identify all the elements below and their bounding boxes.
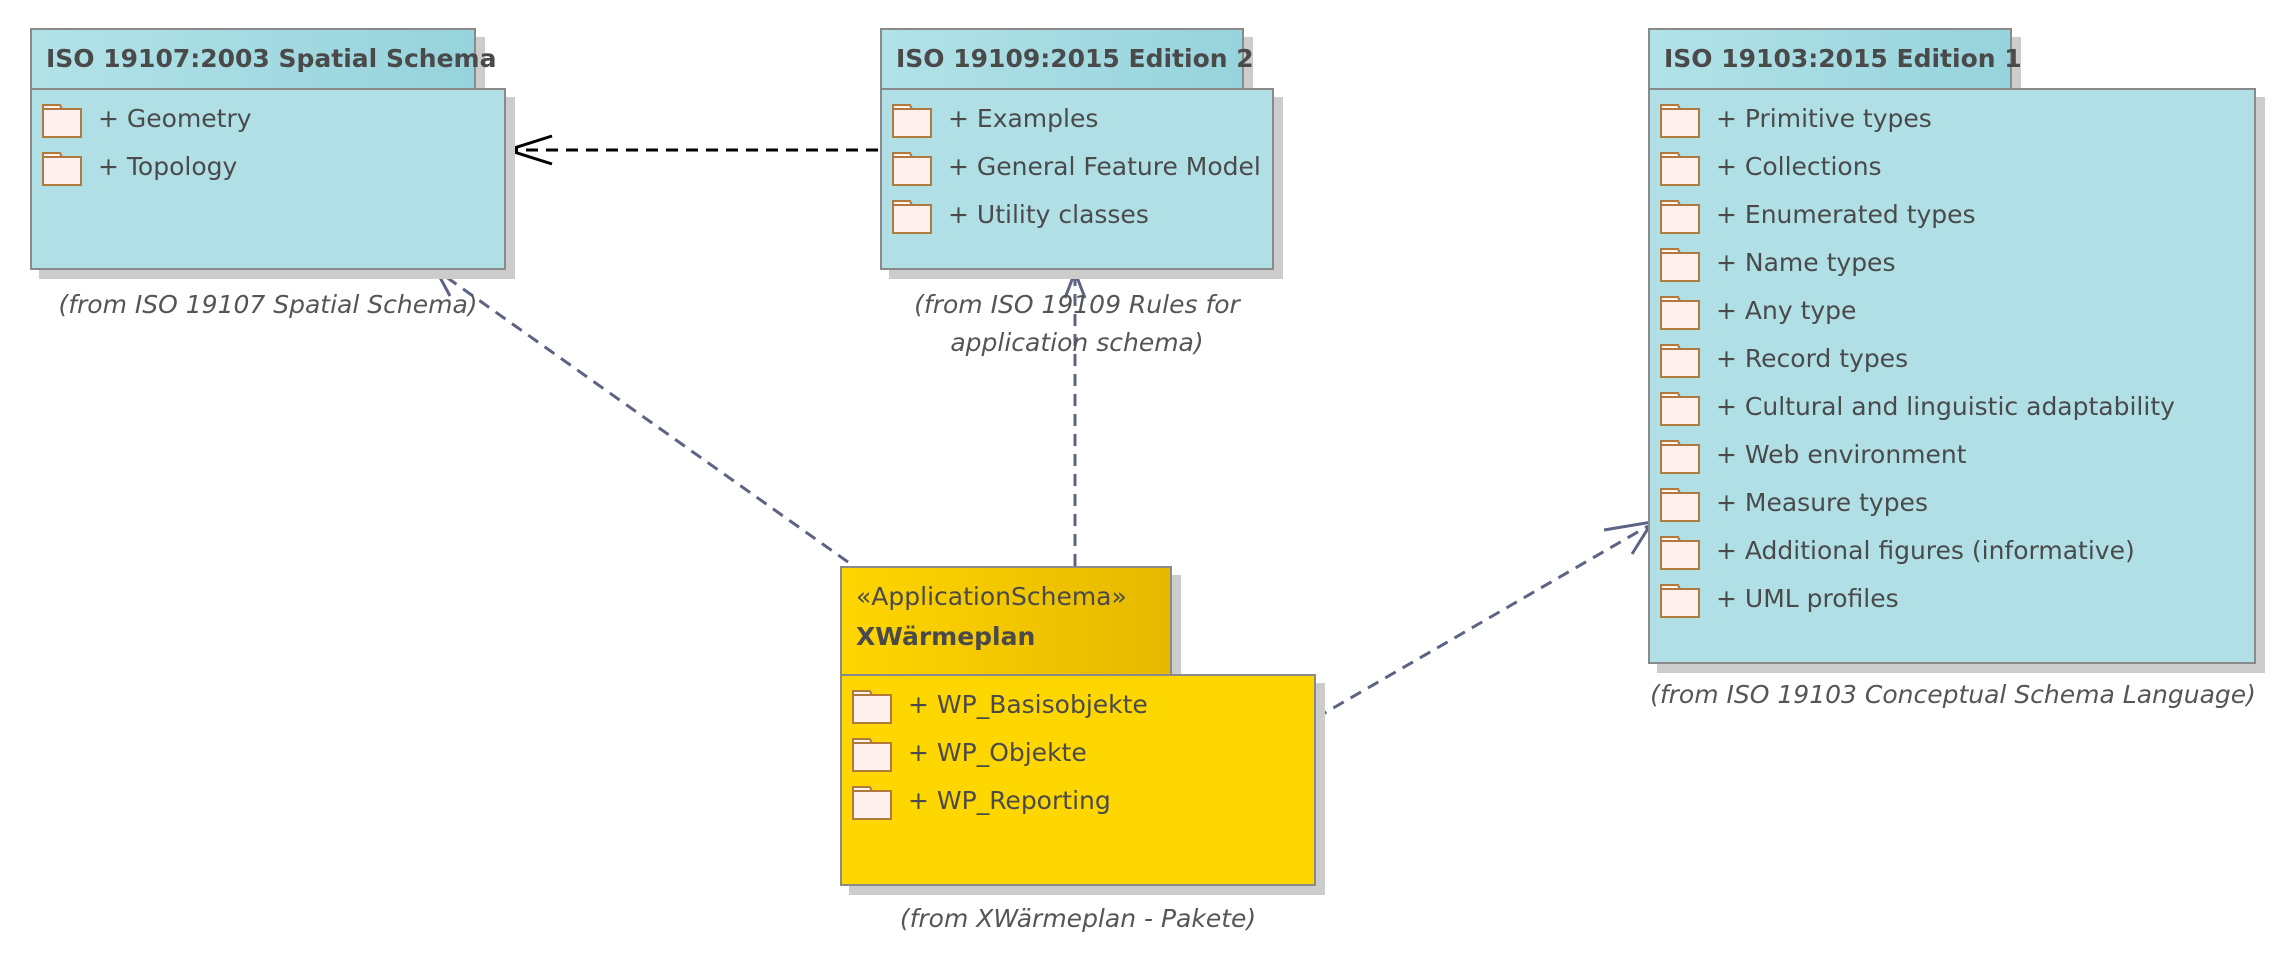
arrowhead-xw-19109	[1063, 267, 1087, 299]
arrowhead-19107	[503, 134, 553, 166]
package-folder-icon	[1660, 536, 1700, 570]
package-origin-note: (from ISO 19107 Spatial Schema)	[58, 290, 478, 319]
package-folder-icon	[892, 152, 932, 186]
package-tab: ISO 19103:2015 Edition 1	[1648, 28, 2022, 90]
package-folder-icon	[1660, 296, 1700, 330]
origin-note-line-2: application schema)	[950, 328, 1204, 357]
package-title: XWärmeplan	[856, 622, 1036, 651]
package-folder-icon	[1660, 584, 1700, 618]
origin-note-line-1: (from ISO 19109 Rules for	[914, 290, 1240, 319]
package-title: ISO 19103:2015 Edition 1	[1664, 44, 2022, 73]
package-title: ISO 19107:2003 Spatial Schema	[46, 44, 497, 73]
dependency-xw-to-19103	[1315, 524, 1649, 720]
dependency-xw-to-19107	[441, 272, 849, 564]
package-folder-icon	[1660, 200, 1700, 234]
package-folder-icon	[1660, 152, 1700, 186]
package-folder-icon	[1660, 488, 1700, 522]
package-folder-icon	[1660, 392, 1700, 426]
package-body: + Geometry + Topology	[30, 88, 506, 270]
package-body: + Primitive types + Collections + Enumer…	[1648, 88, 2256, 664]
package-folder-icon	[42, 104, 82, 138]
arrowhead-xw-19107	[433, 268, 465, 297]
package-folder-icon	[852, 738, 892, 772]
package-folder-icon	[1660, 104, 1700, 138]
package-stereotype: «ApplicationSchema»	[856, 582, 1127, 611]
package-origin-note: (from XWärmeplan - Pakete)	[899, 904, 1257, 933]
package-tab: «ApplicationSchema» XWärmeplan	[840, 566, 1172, 676]
package-folder-icon	[42, 152, 82, 186]
package-tab: ISO 19109:2015 Edition 2	[880, 28, 1254, 90]
package-tab: ISO 19107:2003 Spatial Schema	[30, 28, 496, 90]
package-folder-icon	[852, 786, 892, 820]
package-folder-icon	[892, 104, 932, 138]
package-body: + Examples + General Feature Model + Uti…	[880, 88, 1274, 270]
package-folder-icon	[852, 690, 892, 724]
package-body: + WP_Basisobjekte + WP_Objekte + WP_Repo…	[840, 674, 1316, 886]
package-folder-icon	[1660, 440, 1700, 474]
package-folder-icon	[1660, 344, 1700, 378]
package-origin-note: (from ISO 19103 Conceptual Schema Langua…	[1650, 680, 2256, 709]
package-title: ISO 19109:2015 Edition 2	[896, 44, 1254, 73]
package-folder-icon	[1660, 248, 1700, 282]
package-origin-note: (from ISO 19109 Rules for application sc…	[870, 286, 1284, 362]
package-folder-icon	[892, 200, 932, 234]
